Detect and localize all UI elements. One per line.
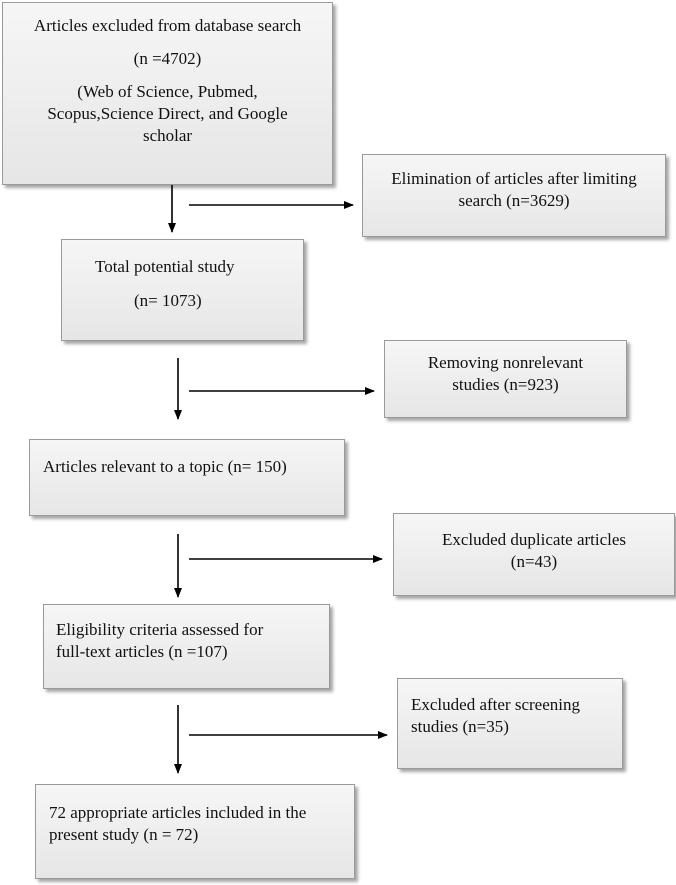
relevant-topic-line1: Articles relevant to a topic (n= 150) xyxy=(43,457,287,476)
nonrelevant-line2: studies (n=923) xyxy=(452,375,559,395)
database-search-title: Articles excluded from database search xyxy=(33,16,302,35)
included-line2: present study (n = 72) xyxy=(49,825,199,845)
limiting-search-box: Elimination of articles after limiting s… xyxy=(362,154,666,237)
limiting-search-line2: search (n=3629) xyxy=(458,191,570,211)
included-box: 72 appropriate articles included in the … xyxy=(35,784,355,879)
total-potential-title: Total potential study xyxy=(95,257,235,276)
total-potential-count: (n= 1073) xyxy=(134,291,202,311)
nonrelevant-line1: Removing nonrelevant xyxy=(427,353,584,372)
screening-box: Excluded after screening studies (n=35) xyxy=(397,678,623,769)
total-potential-box: Total potential study (n= 1073) xyxy=(61,239,304,341)
duplicates-line1: Excluded duplicate articles xyxy=(441,530,627,549)
relevant-topic-box: Articles relevant to a topic (n= 150) xyxy=(29,439,345,516)
limiting-search-line1: Elimination of articles after limiting xyxy=(391,169,637,188)
database-search-count: (n =4702) xyxy=(133,49,202,69)
database-search-box: Articles excluded from database search (… xyxy=(2,2,333,185)
included-line1: 72 appropriate articles included in the xyxy=(49,803,307,822)
screening-line1: Excluded after screening xyxy=(411,695,580,714)
screening-line2: studies (n=35) xyxy=(411,717,509,737)
database-sources-line1: (Web of Science, Pubmed, xyxy=(77,82,258,102)
eligibility-box: Eligibility criteria assessed for full-t… xyxy=(43,604,330,689)
duplicates-line2: (n=43) xyxy=(510,552,558,572)
nonrelevant-box: Removing nonrelevant studies (n=923) xyxy=(384,340,627,418)
database-sources-line2: Scopus,Science Direct, and Google xyxy=(47,104,288,124)
database-sources-line3: scholar xyxy=(142,126,193,146)
eligibility-line2: full-text articles (n =107) xyxy=(56,642,228,662)
eligibility-line1: Eligibility criteria assessed for xyxy=(56,620,264,639)
duplicates-box: Excluded duplicate articles (n=43) xyxy=(393,513,675,596)
